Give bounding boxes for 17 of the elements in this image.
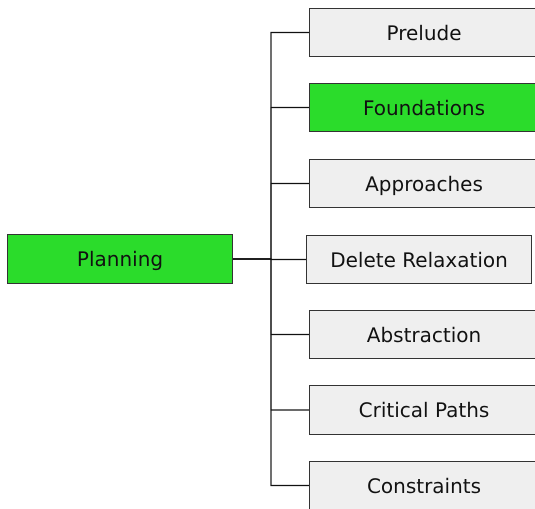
topic-label: Abstraction	[366, 322, 482, 346]
topic-box	[7, 234, 233, 284]
topic-box	[309, 159, 535, 208]
topic-box	[309, 310, 535, 359]
topic-label: Prelude	[386, 20, 462, 44]
topic-label: Planning	[76, 247, 164, 271]
topic-box	[309, 385, 535, 435]
topic-box	[309, 83, 535, 132]
connector-line	[233, 258, 309, 486]
topic-label: Approaches	[365, 172, 483, 196]
topic-label: Foundations	[362, 96, 486, 120]
topic-label: Critical Paths	[358, 398, 490, 422]
topic-box	[306, 235, 532, 284]
topic-label: Constraints	[366, 474, 482, 498]
topic-box	[309, 8, 535, 57]
topic-box	[309, 461, 535, 509]
topic-label: Delete Relaxation	[330, 248, 508, 272]
